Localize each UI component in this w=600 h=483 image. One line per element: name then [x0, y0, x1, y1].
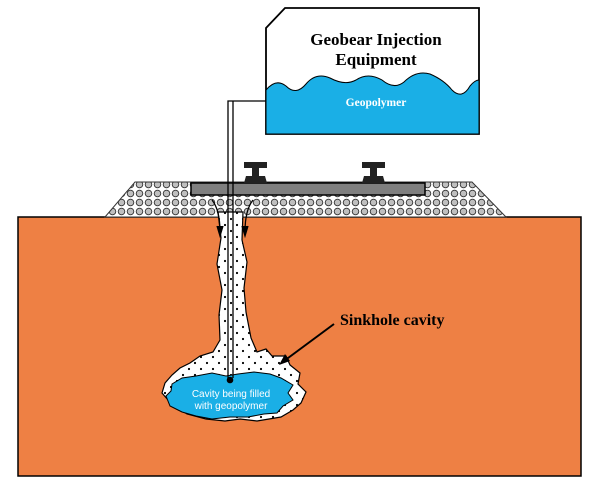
cavity-geopolymer-fill [165, 371, 294, 420]
rail-icon [362, 162, 385, 183]
ground [17, 216, 582, 477]
injection-equipment: Geobear Injection Equipment Geopolymer [265, 7, 480, 135]
equipment-title-line2: Equipment [335, 50, 417, 69]
pointer-arrow-icon [279, 323, 335, 365]
injection-channel [161, 211, 307, 422]
injection-pipe [227, 100, 266, 378]
rail-beam [190, 182, 426, 196]
rail-icon [244, 162, 267, 183]
injection-nozzle [226, 376, 234, 384]
sinkhole-label: Sinkhole cavity [340, 312, 444, 329]
cavity-label-line2: with geopolymer [194, 401, 268, 412]
equipment-title-line1: Geobear Injection [310, 30, 442, 49]
injection-flow-arrow-icon [211, 199, 254, 239]
equipment-fluid-label: Geopolymer [346, 97, 407, 109]
cavity-label-line1: Cavity being filled [192, 389, 270, 400]
equipment-geopolymer-fill [265, 72, 480, 135]
